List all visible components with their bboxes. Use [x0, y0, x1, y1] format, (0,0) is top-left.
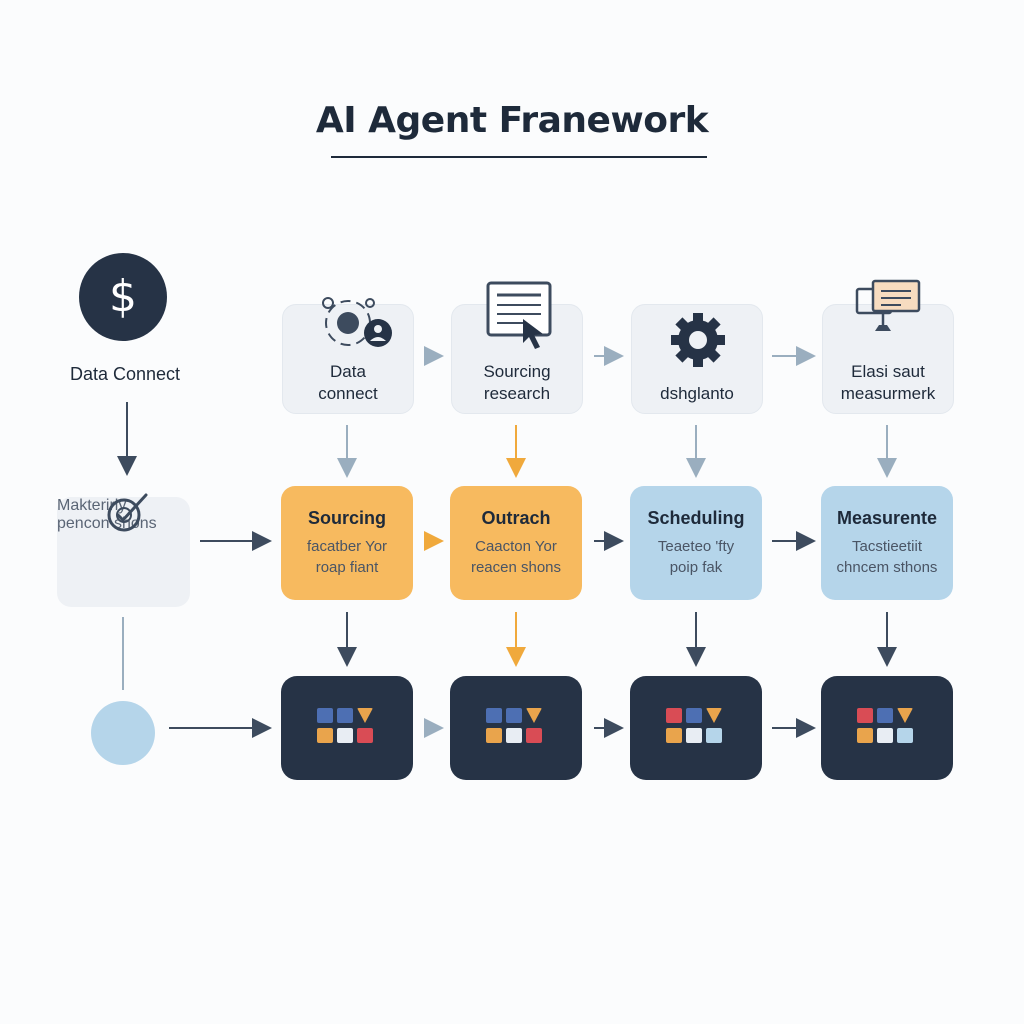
top-box-measurement[interactable]: Elasi saut measurmerk	[822, 279, 954, 414]
top-label-4a: Elasi saut	[851, 362, 925, 381]
dashboard-grid-icon	[317, 708, 377, 748]
mid-title-2: Outrach	[481, 508, 551, 528]
top-label-3: dshglanto	[660, 384, 734, 403]
mid-sub-3a: Teaeteo 'fty	[657, 538, 735, 555]
mid-box-sourcing[interactable]: Sourcing facatber Yor roap fiant	[281, 486, 413, 600]
mid-sub-4b: chncem sthons	[836, 559, 938, 576]
mid-title-4: Measurente	[836, 508, 938, 528]
mid-sub-4a: Tacstieetiit	[851, 538, 923, 555]
dashboard-grid-icon	[857, 708, 917, 748]
target-check-icon	[107, 493, 148, 532]
mid-sub-1a: facatber Yor	[306, 538, 388, 555]
dollar-icon: $	[79, 253, 167, 341]
bottom-tile-1[interactable]	[281, 676, 413, 780]
marketing-box[interactable]: Makterirly pencon shons	[57, 493, 190, 607]
mid-title-1: Sourcing	[307, 508, 386, 528]
data-connect-icon	[322, 297, 392, 347]
mid-box-scheduling[interactable]: Scheduling Teaeteo 'fty poip fak	[630, 486, 762, 600]
top-box-dshglanto[interactable]: dshglanto	[631, 304, 763, 414]
top-box-sourcing-research[interactable]: Sourcing research	[451, 281, 583, 414]
chat-bubble-icon	[855, 279, 921, 331]
mid-box-outreach[interactable]: Outrach Caacton Yor reacen shons	[450, 486, 582, 600]
top-label-4b: measurmerk	[840, 384, 936, 403]
gear-icon	[671, 313, 725, 367]
top-box-data-connect[interactable]: Data connect	[282, 297, 414, 414]
page-title: AI Agent Franework	[315, 100, 709, 141]
mid-sub-3b: poip fak	[669, 559, 723, 576]
bottom-tile-2[interactable]	[450, 676, 582, 780]
data-connect-label: Data Connect	[69, 364, 181, 384]
title-underline	[331, 156, 707, 158]
dashboard-grid-icon	[486, 708, 546, 748]
bottom-tile-4[interactable]	[821, 676, 953, 780]
mid-sub-2b: reacen shons	[470, 559, 562, 576]
mid-box-measurement[interactable]: Measurente Tacstieetiit chncem sthons	[821, 486, 953, 600]
mid-sub-1b: roap fiant	[315, 559, 379, 576]
mid-title-3: Scheduling	[647, 508, 745, 528]
mid-sub-2a: Caacton Yor	[475, 538, 557, 555]
dashboard-grid-icon	[666, 708, 726, 748]
top-label-1a: Data	[330, 362, 366, 381]
document-cursor-icon	[486, 281, 552, 349]
top-label-1b: connect	[318, 384, 378, 403]
blue-circle	[91, 701, 155, 765]
top-label-2a: Sourcing	[483, 362, 551, 381]
bottom-tile-3[interactable]	[630, 676, 762, 780]
top-label-2b: research	[483, 384, 551, 403]
